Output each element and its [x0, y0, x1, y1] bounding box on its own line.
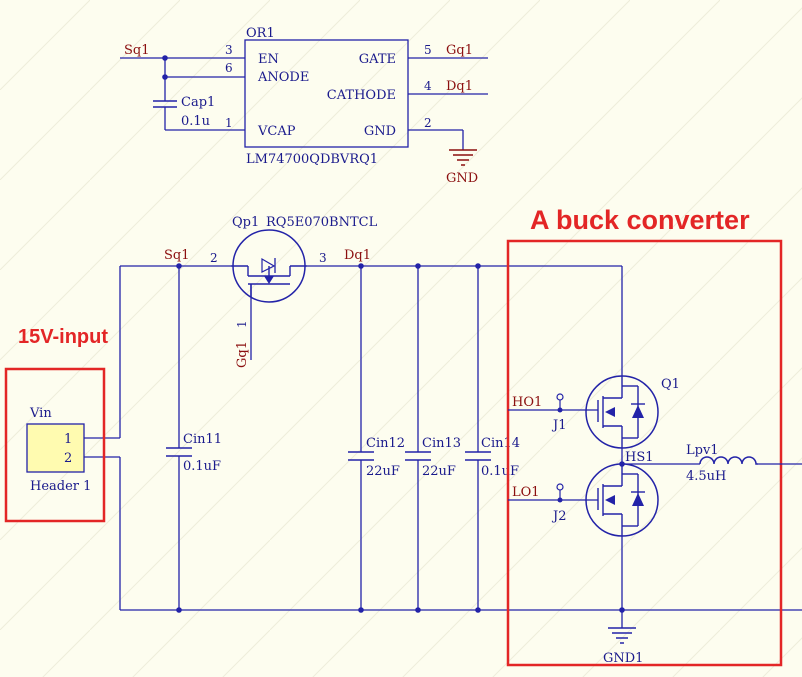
junction-or1-a [162, 55, 168, 61]
q1-name: Q1 [661, 377, 680, 392]
or1-pinnum-anode: 6 [225, 61, 233, 75]
or1-pin-en: EN [258, 52, 279, 67]
or1-part: LM74700QDBVRQ1 [246, 152, 378, 167]
j1-junction [557, 407, 563, 413]
qp1-pin-source: 2 [210, 251, 218, 265]
vin-connector-name: Vin [29, 406, 52, 421]
or1-pin-gate: GATE [359, 52, 396, 67]
q1-low-arrow-icon [605, 495, 615, 505]
net-label-sq1-rail: Sq1 [164, 248, 190, 263]
cin11-symbol[interactable] [166, 447, 192, 457]
net-label-dq1-top: Dq1 [446, 79, 473, 94]
or1-wires [120, 57, 488, 150]
net-label-sq1-top: Sq1 [124, 43, 150, 58]
buck-wires [508, 266, 802, 628]
input-annotation-box [4, 367, 106, 523]
qp1-arrow-icon [264, 276, 274, 284]
cin13-value: 22uF [422, 464, 456, 479]
or1-pinnum-vcap: 1 [225, 116, 233, 130]
net-label-dq1-rail: Dq1 [344, 248, 371, 263]
or1-pinnum-gate: 5 [424, 43, 432, 57]
cap1-name: Cap1 [181, 95, 215, 110]
lpv1-inductor-icon[interactable] [699, 456, 758, 465]
cin12-value: 22uF [366, 464, 400, 479]
vin-connector-body[interactable] [26, 423, 85, 473]
or1-pin-gnd: GND [364, 124, 396, 139]
net-label-lo1: LO1 [512, 485, 540, 500]
or1-pin-cathode: CATHODE [327, 88, 396, 103]
or1-pin-vcap: VCAP [257, 124, 296, 139]
qp1-name: Qp1 [232, 215, 259, 230]
buck-annotation-box [506, 239, 783, 667]
cin14-symbol[interactable] [465, 451, 491, 461]
cin11-name: Cin11 [183, 432, 222, 447]
lpv1-name: Lpv1 [686, 443, 719, 458]
ground-icon [449, 149, 477, 166]
j2-junction [557, 497, 563, 503]
qp1-pin-drain: 3 [319, 251, 327, 265]
gnd-label: GND [446, 171, 478, 186]
cap1-value: 0.1u [181, 114, 210, 129]
input-annotation-label: 15V-input [18, 326, 108, 348]
qp1-diode-icon [261, 257, 276, 273]
ground1-icon [608, 627, 636, 644]
lpv1-value: 4.5uH [686, 469, 726, 484]
q1-low-diode-icon [632, 493, 644, 506]
net-label-gq1-top: Gq1 [446, 43, 473, 58]
cin12-name: Cin12 [366, 436, 405, 451]
buck-annotation-label: A buck converter [530, 205, 750, 235]
qp1-pin-gate: 1 [235, 320, 249, 328]
qp1-mosfet[interactable] [231, 229, 307, 303]
j1-name: J1 [551, 418, 566, 433]
cap1-symbol[interactable] [153, 100, 177, 108]
rail-junctions [176, 263, 625, 613]
cin11-value: 0.1uF [183, 459, 221, 474]
net-label-hs1: HS1 [625, 450, 654, 465]
cin14-value: 0.1uF [481, 464, 519, 479]
cin13-symbol[interactable] [405, 451, 431, 461]
or1-pinnum-en: 3 [225, 43, 233, 57]
or1-ic[interactable]: OR1 LM74700QDBVRQ1 EN ANODE VCAP GATE CA… [225, 26, 432, 167]
or1-designator: OR1 [246, 26, 275, 41]
vin-pin-1: 1 [64, 432, 72, 447]
cin13-name: Cin13 [422, 436, 461, 451]
cin12-symbol[interactable] [348, 451, 374, 461]
q1-low-side-mosfet[interactable] [585, 463, 659, 537]
vin-pin-2: 2 [64, 451, 72, 466]
cin14-name: Cin14 [481, 436, 520, 451]
j2-name: J2 [551, 509, 566, 524]
or1-pinnum-cathode: 4 [424, 79, 432, 93]
q1-arrow-icon [605, 407, 615, 417]
q1-high-side-mosfet[interactable] [585, 375, 659, 449]
net-label-ho1: HO1 [512, 395, 542, 410]
q1-diode-icon [632, 405, 644, 418]
junction-or1-b [162, 74, 168, 80]
vin-connector-part: Header 1 [30, 479, 91, 494]
net-label-gq1-gate: Gq1 [235, 341, 250, 368]
gnd1-label: GND1 [603, 651, 643, 666]
qp1-part: RQ5E070BNTCL [266, 215, 378, 230]
or1-pin-anode: ANODE [257, 70, 309, 85]
or1-pinnum-gnd: 2 [424, 116, 432, 130]
